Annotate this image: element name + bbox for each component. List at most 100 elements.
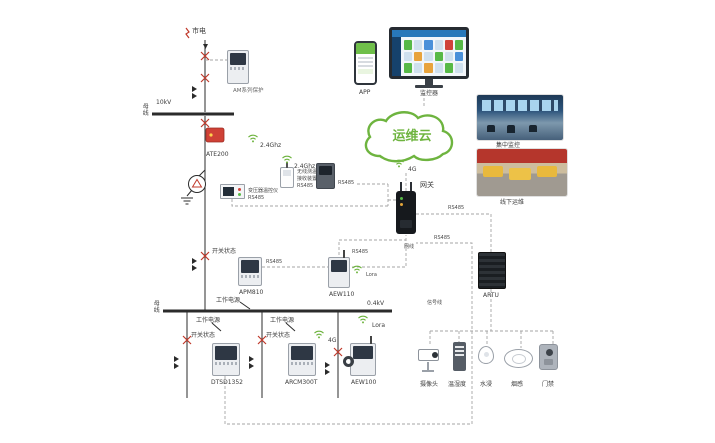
antenna	[370, 336, 372, 344]
photo-central-monitoring	[477, 95, 563, 140]
lora-icon-aew110	[352, 265, 362, 274]
gateway-antenna-left	[400, 182, 402, 191]
label-mains: 市电	[192, 27, 206, 35]
device-screen	[215, 346, 237, 360]
caption-field-operations: 线下运维	[500, 199, 525, 206]
label-bus-bottom: 母线	[152, 300, 160, 313]
device-screen	[319, 166, 332, 175]
label-gateway: 网关	[420, 181, 434, 189]
artu-device	[478, 252, 506, 289]
phone-header	[356, 43, 375, 54]
antenna	[343, 250, 345, 258]
dtsd1352-meter-device	[212, 343, 240, 376]
label-relay: AM系列保护	[233, 88, 264, 94]
device-screen	[230, 53, 246, 65]
cloud-icon	[364, 111, 454, 163]
device-screen	[331, 260, 347, 272]
label-switch-state-3: 开关状态	[266, 332, 291, 339]
smoke-detector-sensor	[504, 349, 533, 368]
label-sensor-temp-humidity: 温湿度	[448, 381, 467, 388]
label-receiver-line1: 无线测温	[297, 169, 318, 175]
label-rs485-right-1: RS485	[448, 205, 465, 211]
reader-pad	[544, 359, 553, 365]
label-apm810: APM810	[239, 289, 264, 296]
label-dtsd1352: DTSD1352	[211, 379, 243, 386]
label-10kv: 10kV	[156, 99, 172, 106]
ate200-sensor-symbol	[205, 127, 225, 143]
label-app: APP	[359, 89, 371, 96]
label-branch-4g: 4G	[328, 337, 337, 344]
monitor-base	[415, 85, 443, 88]
camera-lens	[432, 352, 438, 358]
label-rs485-right-2: RS485	[434, 235, 451, 241]
cloud-group: 运维云	[356, 106, 468, 170]
sensor-window	[484, 352, 489, 357]
indicator-green	[238, 193, 241, 196]
label-cloud-4g: 4G	[408, 166, 417, 173]
caption-central-monitoring: 集中监控	[496, 142, 521, 149]
gateway-ports	[400, 220, 412, 228]
detector-ring	[512, 354, 526, 364]
rx-power-meter-device	[316, 163, 335, 189]
device-screen	[241, 260, 259, 273]
camera-base	[422, 370, 434, 372]
device-screen	[283, 170, 291, 176]
label-switch-state-2: 开关状态	[191, 332, 216, 339]
label-apm810-rs485: RS485	[266, 259, 283, 265]
label-work-power-3: 工作电源	[270, 317, 295, 324]
device-buttons	[215, 362, 237, 365]
monitor-stand	[425, 79, 433, 85]
monitor-device	[389, 27, 469, 88]
photo-screens	[482, 100, 558, 111]
water-leak-sensor	[478, 346, 494, 364]
transformer-temp-controller-device	[220, 184, 245, 199]
sensor-vents	[455, 346, 464, 358]
label-branch-lora: Lora	[372, 322, 386, 329]
label-sensor-water: 水浸	[480, 381, 493, 388]
label-monitor: 监控器	[420, 90, 439, 97]
breaker-symbols	[182, 27, 343, 357]
ct-ring	[343, 356, 354, 367]
label-aew110: AEW110	[329, 291, 355, 298]
photo-field-operations	[477, 149, 567, 196]
camera-sensor	[418, 345, 444, 375]
label-ate200: ATE200	[206, 151, 229, 158]
label-receiver-line2: 接收装置	[297, 176, 318, 182]
receiver-antenna	[286, 162, 288, 168]
label-rxmeter-rs485: RS485	[338, 180, 355, 186]
device-screen	[223, 187, 234, 196]
power-lines	[186, 40, 339, 398]
label-sensor-smoke: 烟感	[511, 381, 524, 388]
label-bus-top: 母线	[141, 103, 149, 116]
label-sensor-camera: 摄像头	[420, 381, 439, 388]
phone-widget	[358, 69, 373, 74]
label-aew110-rs485: RS485	[352, 249, 369, 255]
photo-operator	[487, 125, 495, 132]
ct-arrow-symbols	[174, 44, 330, 375]
label-aew110-lora: Lora	[366, 272, 377, 278]
gateway-device	[396, 182, 416, 234]
indicator-red	[238, 188, 241, 191]
phone-line	[358, 61, 373, 63]
device-buttons	[241, 275, 259, 278]
label-04kv: 0.4kV	[367, 300, 385, 307]
cloud-label: 运维云	[392, 129, 432, 144]
phone-device	[354, 41, 377, 85]
label-sensor-door: 门禁	[542, 381, 555, 388]
wireless-2-4ghz-icon-a	[248, 134, 258, 143]
label-2-4ghz-a: 2.4Ghz	[260, 142, 282, 149]
device-buttons	[291, 362, 313, 365]
door-access-sensor	[539, 344, 558, 370]
label-work-power-2: 工作电源	[196, 317, 221, 324]
indicator-green	[400, 197, 403, 200]
photo-operator	[529, 125, 537, 132]
label-net-cable: 网线	[404, 244, 415, 250]
phone-line	[358, 65, 373, 67]
4g-icon-cloud	[394, 159, 404, 168]
ground-symbol	[181, 197, 193, 205]
photo-operator	[507, 125, 515, 133]
photo-vehicle	[483, 166, 503, 177]
gateway-antenna-right	[410, 182, 412, 191]
photo-vehicle	[537, 166, 557, 177]
